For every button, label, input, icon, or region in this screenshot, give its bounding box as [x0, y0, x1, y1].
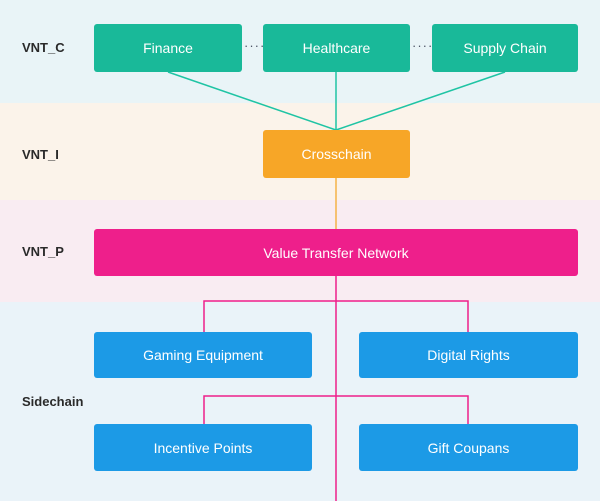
node-crosschain: Crosschain [263, 130, 410, 178]
layer-label-vnt-i: VNT_I [22, 147, 59, 162]
layer-label-vnt-p: VNT_P [22, 244, 64, 259]
node-gaming-equipment: Gaming Equipment [94, 332, 312, 378]
connector-supplychain-crosschain [335, 71, 506, 131]
connector-branch-lower [203, 395, 469, 424]
node-gift-coupans: Gift Coupans [359, 424, 578, 471]
layer-label-sidechain: Sidechain [22, 394, 84, 409]
connector-finance-crosschain [167, 71, 337, 131]
node-value-transfer-network: Value Transfer Network [94, 229, 578, 276]
node-digital-rights: Digital Rights [359, 332, 578, 378]
node-incentive-points: Incentive Points [94, 424, 312, 471]
node-healthcare: Healthcare [263, 24, 410, 72]
node-supply-chain: Supply Chain [432, 24, 578, 72]
layer-label-vnt-c: VNT_C [22, 40, 65, 55]
ellipsis-right: ···· [412, 38, 434, 53]
connector-branch-upper [203, 300, 469, 332]
node-finance: Finance [94, 24, 242, 72]
ellipsis-left: ···· [244, 38, 266, 53]
